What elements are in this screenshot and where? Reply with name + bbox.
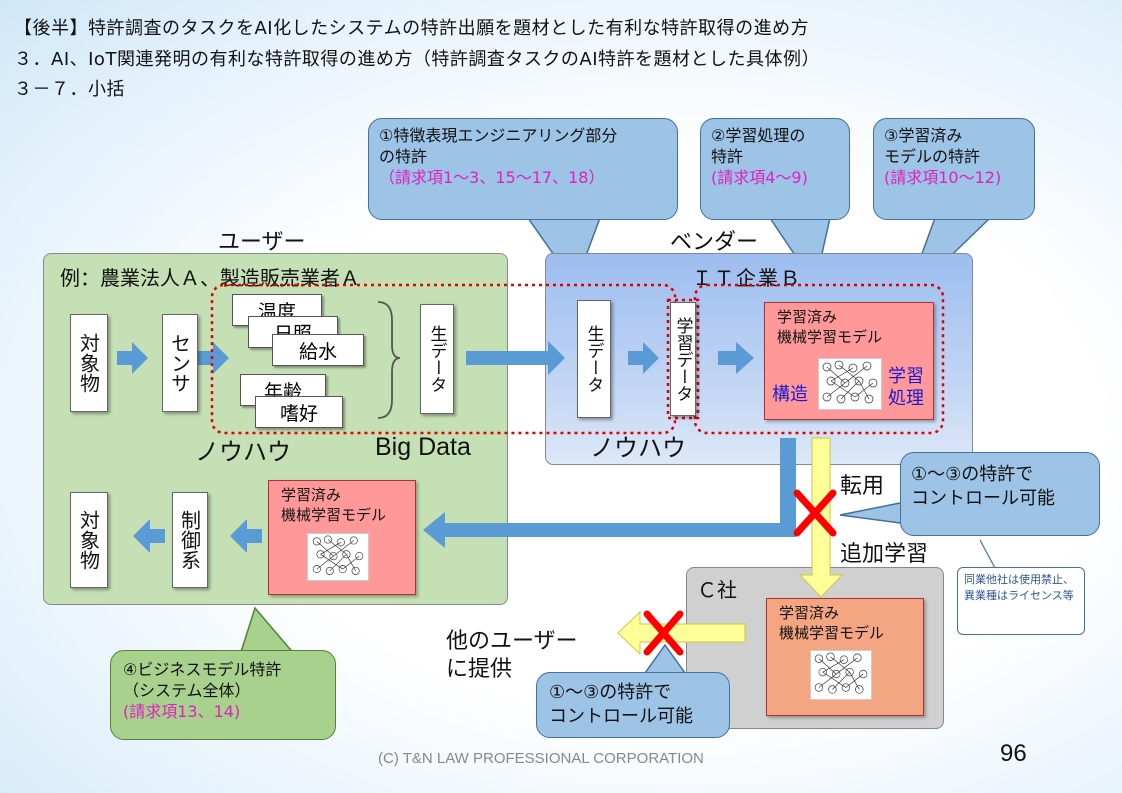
vendor-model-line-1: 学習済み: [777, 307, 921, 327]
page-number: 96: [1000, 740, 1027, 768]
callout-business-model-patent: ④ビジネスモデル特許 （システム全体） (請求項13、14): [110, 650, 336, 740]
transfer-label: 転用: [840, 468, 884, 500]
learning-process-line-2: 処理: [888, 388, 924, 410]
other-users-line-1: 他のユーザー: [446, 628, 578, 656]
data-item-preference: 嗜好: [255, 396, 343, 428]
user-raw-data-box: 生データ: [420, 304, 454, 414]
vendor-raw-data-box: 生データ: [577, 300, 611, 418]
vendor-knowhow-label: ノウハウ: [590, 428, 686, 463]
additional-learning-label: 追加学習: [840, 536, 928, 568]
callout-5-claims: (請求項13、14): [123, 701, 323, 722]
network-graph-icon-user: [307, 533, 369, 581]
network-graph-icon: [818, 358, 882, 410]
structure-label: 構造: [772, 380, 808, 406]
copyright: (C) T&N LAW PROFESSIONAL CORPORATION: [378, 750, 704, 767]
callout-6-line-2: コントロール可能: [549, 705, 717, 729]
object-box: 対象物: [70, 314, 108, 412]
learning-process-line-1: 学習: [888, 366, 924, 388]
company-c-model-line-1: 学習済み: [779, 603, 911, 623]
vendor-model-line-2: 機械学習モデル: [777, 327, 921, 347]
network-graph-icon-c: [810, 650, 872, 700]
sensor-box: センサ: [162, 314, 198, 412]
object-box-2: 対象物: [70, 492, 108, 588]
usage-note: 同業他社は使用禁止、異業種はライセンス等: [957, 567, 1085, 635]
callout-6-line-1: ①～③の特許で: [549, 681, 717, 705]
callout-4-line-2: コントロール可能: [911, 487, 1089, 511]
user-knowhow-label: ノウハウ: [195, 432, 291, 467]
company-c-model-line-2: 機械学習モデル: [779, 623, 911, 643]
big-data-label: Big Data: [375, 433, 471, 462]
callout-5-line-2: （システム全体）: [123, 680, 323, 701]
user-model-line-2: 機械学習モデル: [281, 505, 403, 525]
control-system-box: 制御系: [172, 492, 208, 588]
learning-process-label: 学習 処理: [888, 366, 924, 410]
user-model-line-1: 学習済み: [281, 485, 403, 505]
callout-4-line-1: ①～③の特許で: [911, 463, 1089, 487]
callout-control-patents-2: ①～③の特許で コントロール可能: [536, 672, 730, 738]
data-item-watering: 給水: [272, 334, 364, 366]
callout-control-patents-1: ①～③の特許で コントロール可能: [900, 452, 1100, 536]
training-data-box: 学習データ: [670, 302, 696, 416]
callout-5-line-1: ④ビジネスモデル特許: [123, 659, 323, 680]
